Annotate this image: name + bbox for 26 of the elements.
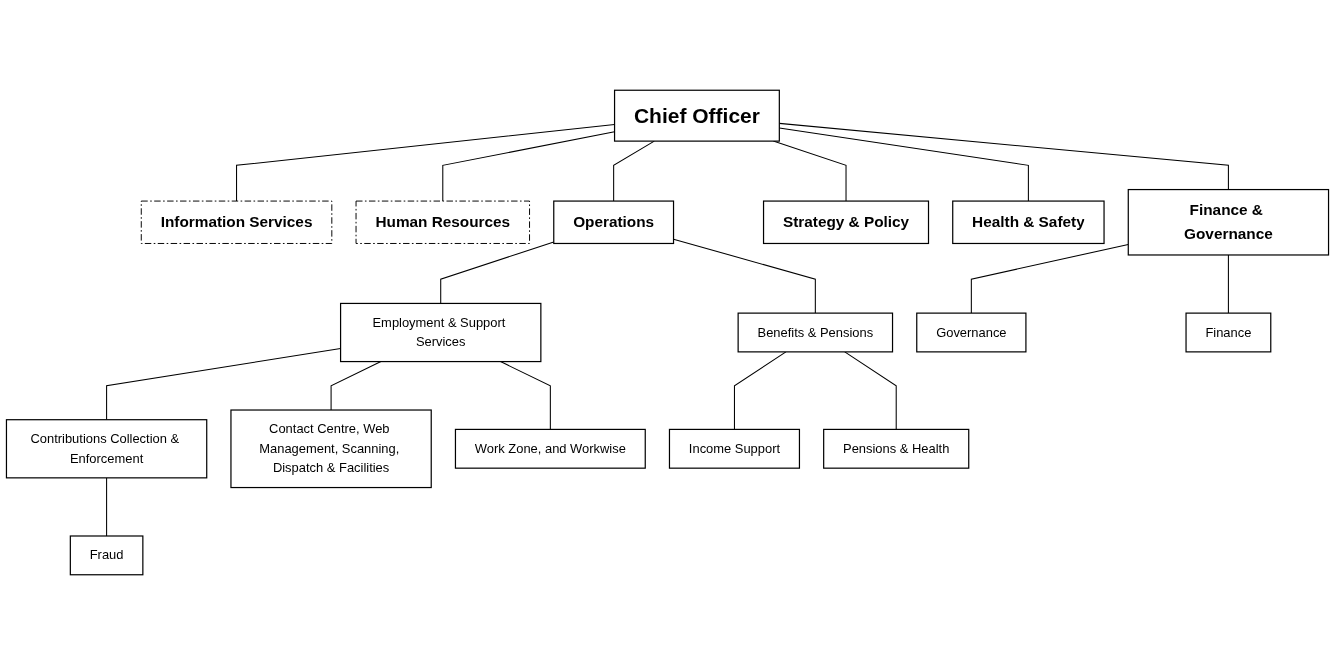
node-box: Work Zone, and Workwise [454, 428, 646, 469]
connector [844, 351, 897, 430]
connector [500, 361, 551, 430]
node-box: Contributions Collection & Enforcement [5, 419, 208, 479]
node-box: Pensions & Health [823, 428, 970, 469]
connector [106, 477, 108, 537]
node-box: Fraud [69, 535, 144, 576]
connector [970, 243, 1129, 314]
node-box: Governance [916, 312, 1027, 353]
connector [440, 241, 555, 304]
node-box: Health & Safety [952, 200, 1105, 245]
node-box: Finance [1185, 312, 1272, 353]
node-box: Finance & Governance [1127, 188, 1330, 256]
connector [673, 238, 816, 314]
connector [1227, 254, 1229, 314]
node-box: Strategy & Policy [762, 200, 930, 245]
node-box: Chief Officer [613, 89, 780, 142]
node-box: Income Support [668, 428, 801, 469]
node-box: Human Resources [355, 200, 531, 244]
node-box: Operations [553, 200, 675, 245]
connector [330, 361, 382, 411]
node-box: Employment & Support Services [339, 302, 542, 363]
node-box: Benefits & Pensions [737, 312, 894, 353]
connector [733, 351, 787, 430]
node-box: Information Services [140, 200, 333, 244]
node-box: Contact Centre, Web Management, Scanning, Dispatch & Facilities [230, 409, 432, 489]
